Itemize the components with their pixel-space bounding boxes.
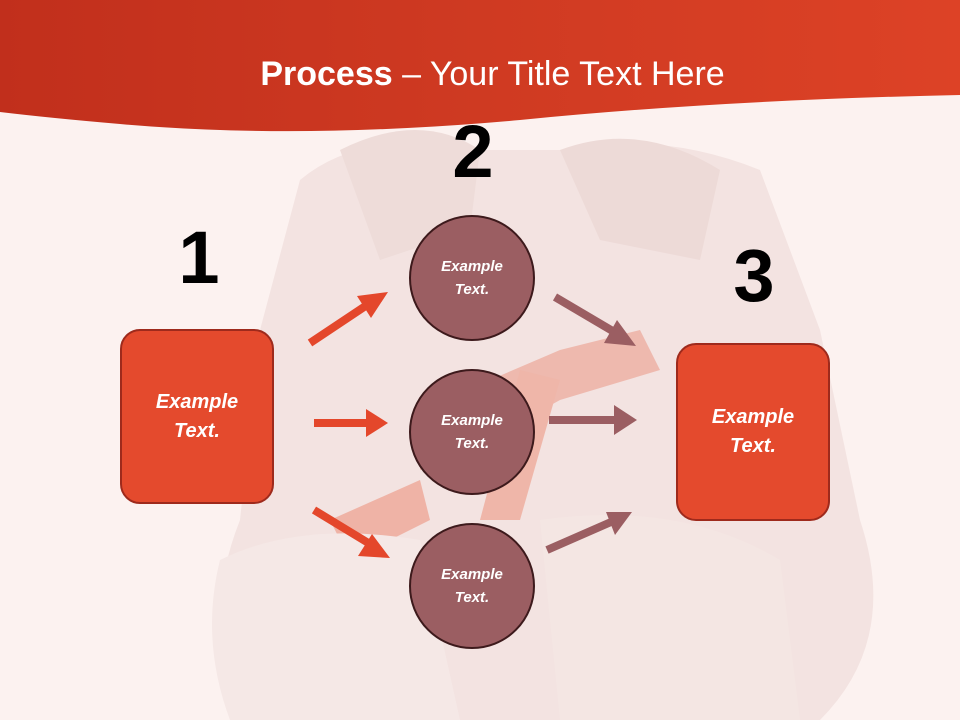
circle-bottom-text: Example Text. [441, 566, 503, 606]
arrow-left-top [307, 292, 388, 347]
step-box-3: Example Text. [676, 343, 830, 521]
step-box-3-text: Example Text. [711, 406, 795, 457]
circle-middle-text: Example Text. [441, 412, 503, 452]
title-bold: Process [260, 55, 393, 93]
step-box-1: Example Text. [120, 329, 274, 504]
arrows-right [545, 293, 637, 554]
step-circle-top: Example Text. [409, 215, 535, 341]
title-rest: – Your Title Text Here [392, 55, 725, 93]
arrow-right-top [552, 293, 636, 346]
step-circle-bottom: Example Text. [409, 523, 535, 649]
step-number-3: 3 [733, 234, 775, 317]
arrows-left [307, 292, 390, 558]
step-box-1-text: Example Text. [155, 390, 239, 442]
circle-top-text: Example Text. [441, 258, 503, 298]
step-number-1: 1 [178, 216, 220, 299]
arrow-right-bottom [545, 512, 632, 554]
step-circle-middle: Example Text. [409, 369, 535, 495]
arrow-right-middle [549, 405, 637, 435]
header-band [0, 0, 960, 132]
slide-title: Process – Your Title Text Here [0, 52, 960, 96]
arrow-left-middle [314, 409, 388, 437]
step-number-2: 2 [452, 110, 494, 193]
arrow-left-bottom [311, 506, 390, 558]
